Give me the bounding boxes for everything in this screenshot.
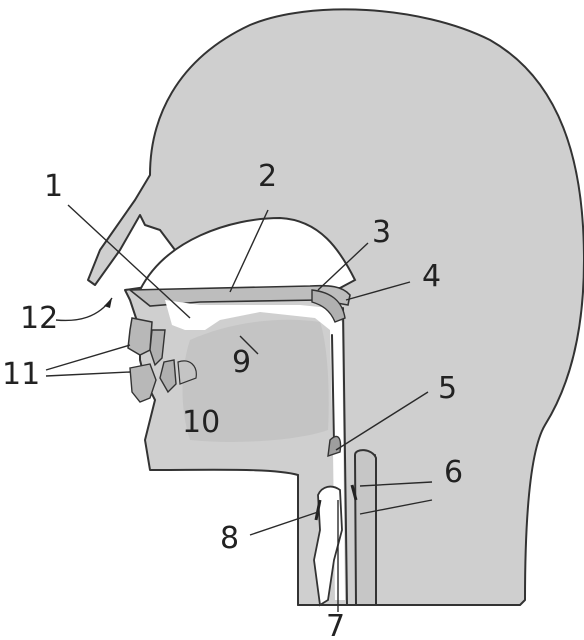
label-10: 10 xyxy=(182,405,220,440)
label-7: 7 xyxy=(326,609,345,640)
leader-12 xyxy=(56,298,112,320)
larynx-tube xyxy=(355,450,376,605)
label-1: 1 xyxy=(44,169,63,204)
upper-lip xyxy=(128,318,152,355)
label-2: 2 xyxy=(258,159,277,194)
label-5: 5 xyxy=(438,371,457,406)
leader-11a xyxy=(46,345,130,370)
epiglottis xyxy=(328,436,341,456)
label-4: 4 xyxy=(422,259,441,294)
label-6: 6 xyxy=(444,455,463,490)
label-3: 3 xyxy=(372,215,391,250)
leader-11b xyxy=(46,372,130,376)
label-9: 9 xyxy=(232,345,251,380)
label-11: 11 xyxy=(2,357,40,392)
label-12: 12 xyxy=(20,301,58,336)
label-8: 8 xyxy=(220,521,239,556)
